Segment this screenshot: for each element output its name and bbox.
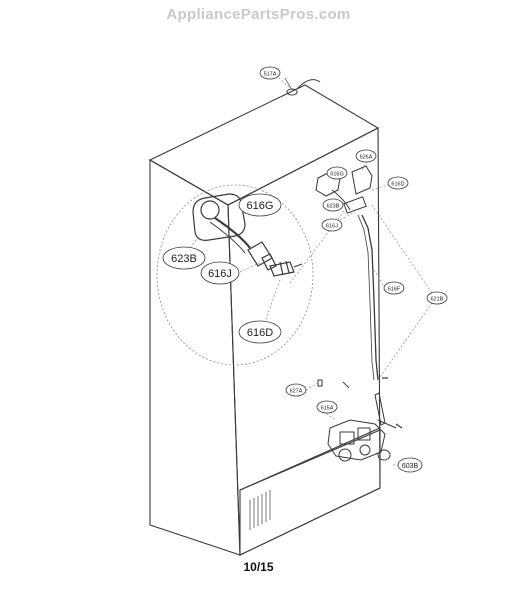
callout-616G-small: 616G bbox=[330, 172, 343, 178]
callout-text: 517A 616G 626A 616D 623B 616J 616F 621B … bbox=[171, 72, 444, 471]
clip-icon bbox=[317, 379, 323, 387]
callout-labels bbox=[162, 66, 448, 473]
refrigerator-cabinet bbox=[148, 84, 381, 556]
vent-grille-icon bbox=[249, 490, 271, 530]
callout-615A: 615A bbox=[321, 406, 334, 412]
grommet-icon bbox=[284, 77, 321, 96]
leader-lines bbox=[277, 76, 435, 466]
callout-623B-small: 623B bbox=[327, 204, 340, 210]
callout-616D-small: 616D bbox=[391, 182, 404, 188]
callout-616D-detail: 616D bbox=[247, 327, 273, 339]
callout-603B: 603B bbox=[402, 463, 419, 470]
callout-626A: 626A bbox=[360, 155, 373, 161]
callout-623B-detail: 623B bbox=[171, 253, 197, 265]
callout-616J-detail: 616J bbox=[208, 268, 232, 280]
water-valve-icon bbox=[327, 392, 397, 462]
callout-616F: 616F bbox=[388, 287, 401, 293]
lower-access-panel bbox=[239, 427, 381, 556]
callout-616G-detail: 616G bbox=[247, 200, 274, 212]
callout-621B: 621B bbox=[431, 297, 444, 303]
water-line-assembly bbox=[315, 165, 403, 462]
callout-616J-small: 616J bbox=[326, 224, 338, 230]
callout-517A: 517A bbox=[264, 72, 277, 78]
callout-627A: 627A bbox=[290, 389, 303, 395]
cabinet-left-face bbox=[149, 159, 241, 556]
water-tube bbox=[361, 214, 379, 381]
watermark: AppliancePartsPros.com bbox=[166, 6, 351, 23]
page-number: 10/15 bbox=[243, 560, 274, 574]
